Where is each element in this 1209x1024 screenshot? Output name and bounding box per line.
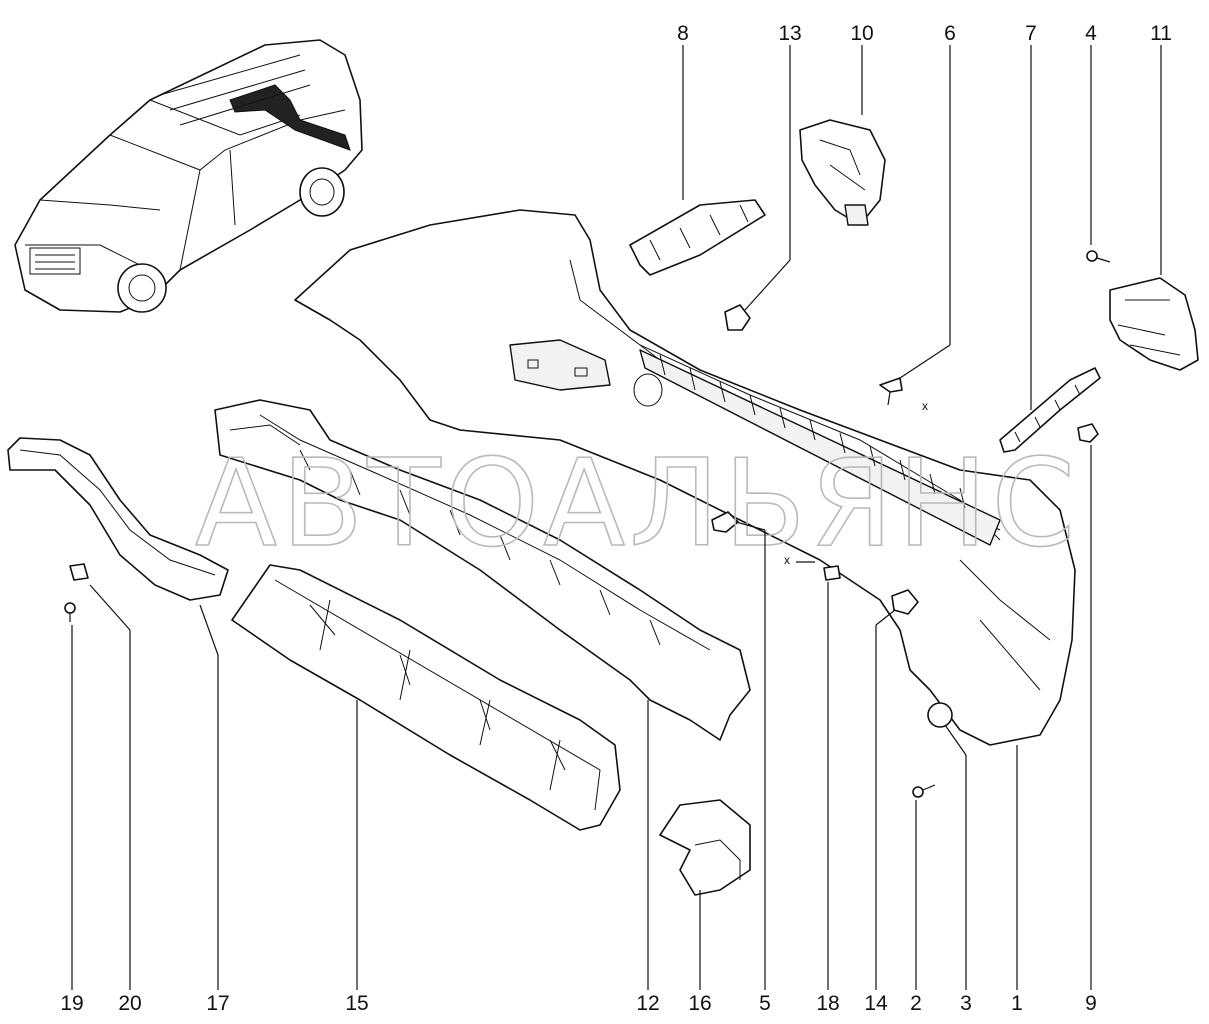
fastener-screw-19 [64,602,76,622]
callout-9: 9 [1085,992,1097,1015]
fastener-screw-18 [823,565,841,581]
wheel-arch-liner-16 [659,799,751,896]
callout-5: 5 [759,992,771,1015]
callout-15: 15 [345,992,368,1015]
callout-7: 7 [1025,22,1037,45]
callout-13: 13 [778,22,801,45]
bracket-10 [799,119,886,226]
callout-11: 11 [1150,22,1172,45]
fastener-clip-13 [724,304,751,331]
bracket-8 [629,199,766,276]
axis-marks: x x [784,399,928,567]
lower-rear-diffuser-panel [231,564,621,831]
callout-10: 10 [850,22,873,45]
callout-6: 6 [944,22,956,45]
callout-20: 20 [118,992,141,1015]
rear-bumper-cover [294,209,1076,746]
callout-labels: 8 13 10 6 7 4 11 19 20 17 15 12 16 5 18 … [60,22,1172,1015]
fastener-clip-20 [69,563,89,581]
bumper-energy-absorber [214,399,751,741]
callout-17: 17 [206,992,229,1015]
callout-19: 19 [60,992,83,1015]
callout-1: 1 [1011,992,1023,1015]
callout-16: 16 [688,992,711,1015]
callout-2: 2 [910,992,922,1015]
vehicle-overview-illustration [14,39,363,313]
leader-lines [71,45,1162,990]
callout-8: 8 [677,22,689,45]
side-bumper-guide-17 [7,437,229,601]
fastener-screw-4 [1086,250,1111,263]
callout-4: 4 [1085,22,1097,45]
fastener-nut-9 [1077,423,1099,443]
fastener-clip-14 [891,589,919,615]
axis-mark-x-1: x [784,553,790,567]
axis-mark-x-2: x [922,399,928,413]
fastener-screw-2 [912,784,936,798]
callout-14: 14 [864,992,888,1015]
bracket-11 [1109,277,1199,371]
callout-12: 12 [636,992,659,1015]
fastener-screw-6 [879,377,903,406]
watermark-text: АВТОАЛЬЯНС [195,435,1079,574]
callout-18: 18 [816,992,839,1015]
callout-3: 3 [960,992,972,1015]
fastener-clip-5 [711,511,739,533]
guide-rail-7 [999,367,1101,453]
